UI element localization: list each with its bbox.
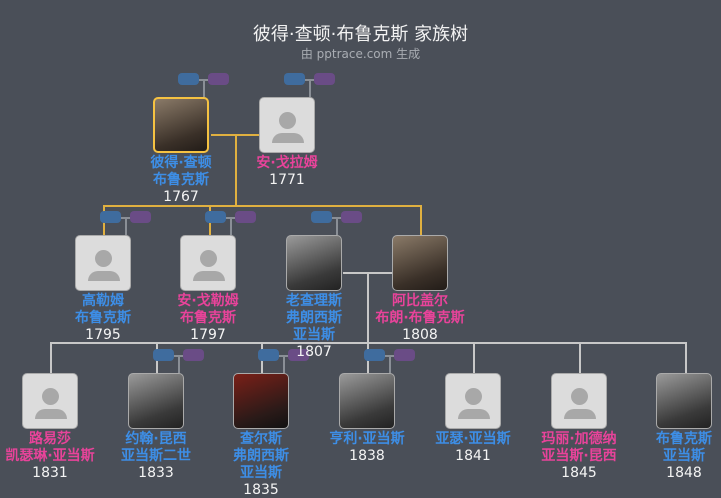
person-birth-year: 1795 (85, 327, 121, 343)
person-name: 凯瑟琳·亚当斯 (5, 448, 95, 464)
person-photo-card[interactable] (286, 235, 342, 291)
person-name: 老查理斯 (286, 293, 342, 309)
person-name: 安·戈勒姆 (177, 293, 239, 309)
person-birth-year: 1845 (561, 465, 597, 481)
person-card[interactable] (75, 235, 131, 291)
parent-link-line (178, 355, 180, 373)
person-birth-year: 1833 (138, 465, 174, 481)
person-name: 玛丽·加德纳 (541, 431, 617, 447)
person-birth-year: 1797 (190, 327, 226, 343)
add-father-button[interactable] (205, 211, 226, 223)
person-name: 亨利·亚当斯 (329, 431, 405, 447)
avatar-placeholder-body (88, 271, 120, 281)
person-name: 布鲁克斯 (180, 310, 236, 326)
person-birth-year: 1835 (243, 482, 279, 498)
person-name: 亚当斯 (663, 448, 705, 464)
person-birth-year: 1808 (402, 327, 438, 343)
parent-link-line (203, 79, 205, 97)
person-card[interactable] (551, 373, 607, 429)
child-line (579, 342, 581, 373)
avatar-placeholder-body (272, 133, 304, 143)
person-name: 安·戈拉姆 (256, 155, 318, 171)
add-mother-button[interactable] (208, 73, 229, 85)
person-card[interactable] (22, 373, 78, 429)
person-birth-year: 1807 (296, 344, 332, 360)
add-father-button[interactable] (311, 211, 332, 223)
add-mother-button[interactable] (183, 349, 204, 361)
person-name: 弗朗西斯 (233, 448, 289, 464)
add-father-button[interactable] (178, 73, 199, 85)
sibling-line (103, 205, 420, 207)
person-name: 约翰·昆西 (125, 431, 187, 447)
person-birth-year: 1848 (666, 465, 702, 481)
person-name: 高勒姆 (82, 293, 124, 309)
person-photo-card[interactable] (339, 373, 395, 429)
parent-link-line (389, 355, 391, 373)
parent-link-line (125, 217, 127, 235)
page-subtitle: 由 pptrace.com 生成 (300, 47, 421, 61)
avatar-placeholder-icon (42, 388, 59, 405)
person-name: 亚当斯二世 (121, 448, 191, 464)
person-name: 彼得·查顿 (150, 155, 212, 171)
person-photo-card[interactable] (233, 373, 289, 429)
person-card[interactable] (259, 97, 315, 153)
avatar-placeholder-icon (465, 388, 482, 405)
add-mother-button[interactable] (235, 211, 256, 223)
person-photo-card[interactable] (392, 235, 448, 291)
add-father-button[interactable] (100, 211, 121, 223)
add-mother-button[interactable] (130, 211, 151, 223)
person-name: 弗朗西斯 (286, 310, 342, 326)
person-name: 路易莎 (29, 431, 71, 447)
parent-link-line (336, 217, 338, 235)
add-father-button[interactable] (153, 349, 174, 361)
person-name: 查尔斯 (240, 431, 282, 447)
parent-link-line (230, 217, 232, 235)
person-photo-card[interactable] (656, 373, 712, 429)
child-line (685, 342, 687, 373)
add-father-button[interactable] (284, 73, 305, 85)
descent-line (235, 134, 237, 205)
person-name: 亚当斯 (240, 465, 282, 481)
person-photo-card[interactable] (128, 373, 184, 429)
parent-link-line (309, 79, 311, 97)
descent-line (367, 272, 369, 342)
person-name: 布鲁克斯 (75, 310, 131, 326)
person-card[interactable] (180, 235, 236, 291)
parent-link-line (283, 355, 285, 373)
add-father-button[interactable] (258, 349, 279, 361)
avatar-placeholder-body (458, 409, 490, 419)
child-line (50, 342, 52, 373)
add-mother-button[interactable] (314, 73, 335, 85)
person-name: 布鲁克斯 (153, 172, 209, 188)
avatar-placeholder-icon (200, 250, 217, 267)
add-mother-button[interactable] (341, 211, 362, 223)
person-photo-card[interactable] (153, 97, 209, 153)
person-birth-year: 1831 (32, 465, 68, 481)
person-birth-year: 1841 (455, 448, 491, 464)
avatar-placeholder-body (193, 271, 225, 281)
add-father-button[interactable] (364, 349, 385, 361)
avatar-placeholder-body (564, 409, 596, 419)
avatar-placeholder-icon (279, 112, 296, 129)
add-mother-button[interactable] (394, 349, 415, 361)
person-name: 布朗·布鲁克斯 (375, 310, 465, 326)
child-line (420, 205, 422, 235)
person-birth-year: 1838 (349, 448, 385, 464)
person-birth-year: 1771 (269, 172, 305, 188)
person-name: 布鲁克斯 (656, 431, 712, 447)
avatar-placeholder-icon (95, 250, 112, 267)
person-name: 亚当斯·昆西 (541, 448, 617, 464)
page-title: 彼得·查顿·布鲁克斯 家族树 (252, 24, 469, 45)
avatar-placeholder-icon (571, 388, 588, 405)
person-name: 阿比盖尔 (392, 293, 448, 309)
person-name: 亚当斯 (293, 327, 335, 343)
person-name: 亚瑟·亚当斯 (435, 431, 511, 447)
person-card[interactable] (445, 373, 501, 429)
avatar-placeholder-body (35, 409, 67, 419)
person-birth-year: 1767 (163, 189, 199, 205)
add-mother-button[interactable] (288, 349, 309, 361)
child-line (473, 342, 475, 373)
